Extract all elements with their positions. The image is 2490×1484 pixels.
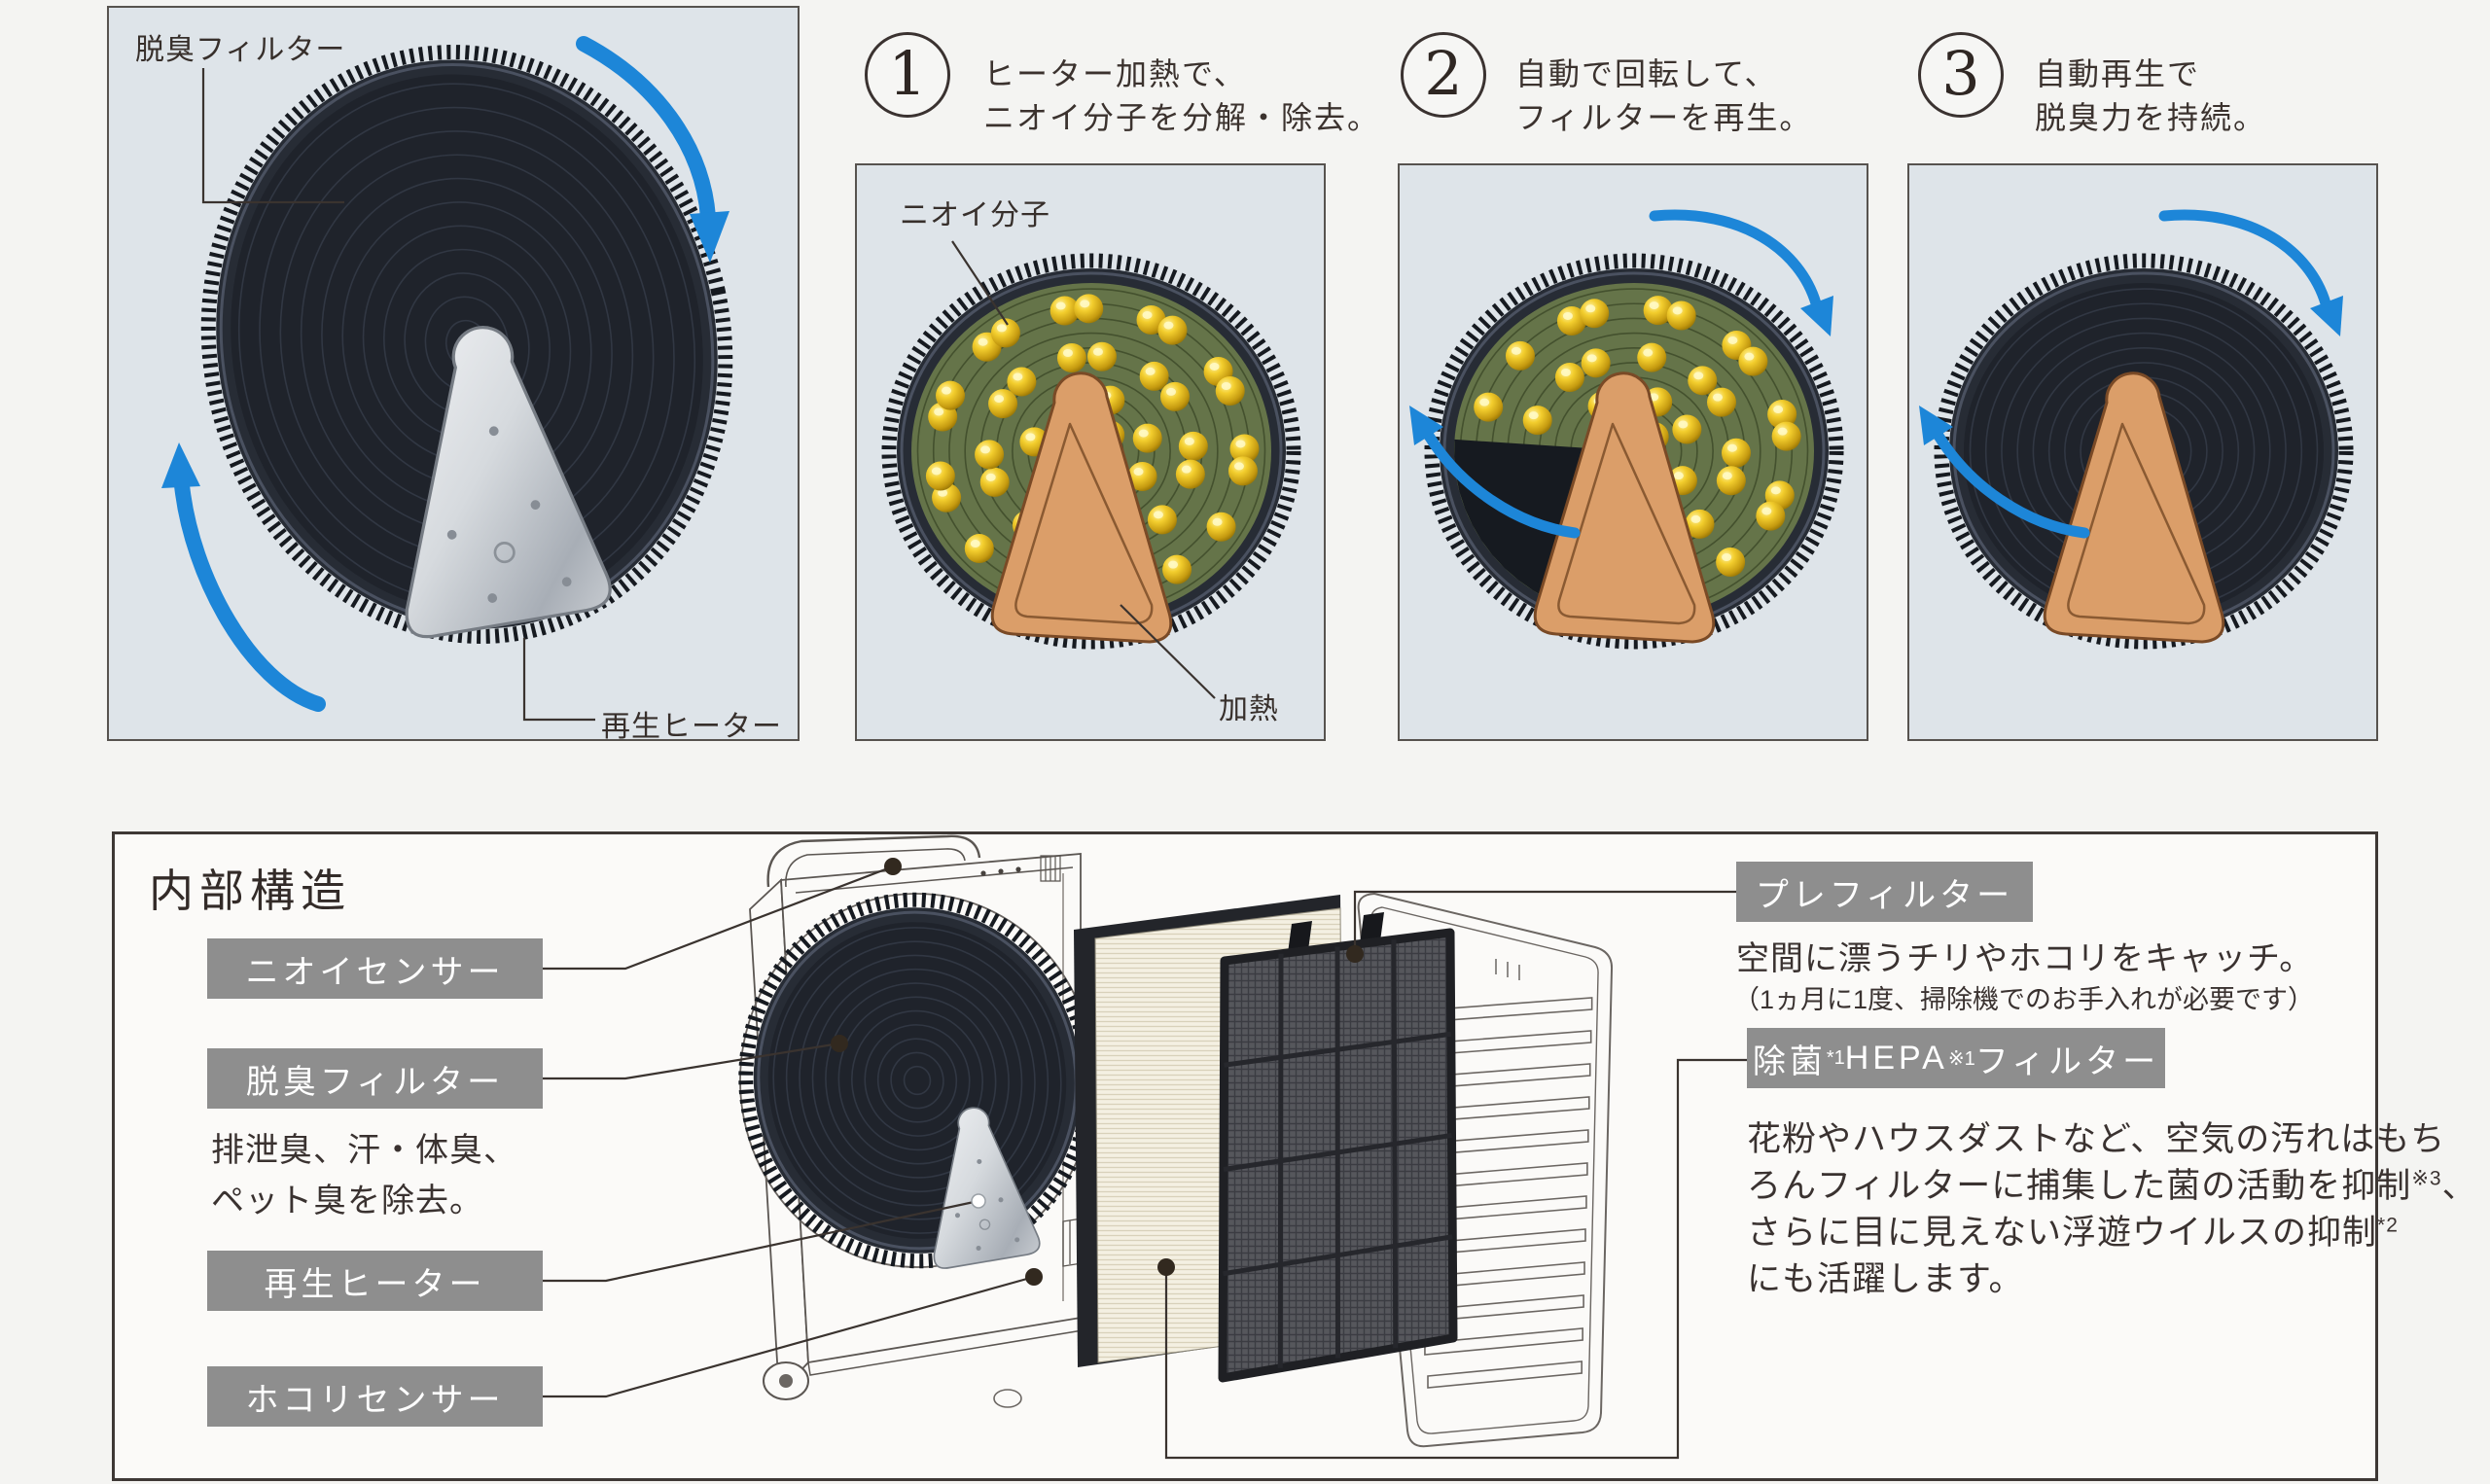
prefilter-label-box: プレフィルター [1736,862,2033,922]
step3-disc-illustration [1934,253,2354,650]
hepa-desc-line4: にも活躍します。 [1747,1260,2024,1298]
step3-caption-line2: 脱臭力を持続。 [2035,100,2267,135]
step2-disc-illustration [1424,253,1844,650]
heating-label: 加熱 [1219,693,1279,725]
deodorizing-filter-desc-line1: 排泄臭、汗・体臭、 [211,1132,517,1169]
step3-caption-line1: 自動再生で [2035,56,2201,91]
dust-sensor-label-box: ホコリセンサー [207,1366,543,1427]
purifier-body-drawing [738,834,1096,1408]
odor-sensor-label-box: ニオイセンサー [207,938,543,999]
step2-caption-line2: フィルターを再生。 [1515,100,1813,135]
step2-caption-line1: 自動で回転して、 [1515,56,1778,91]
deodorizing-filter-label: 脱臭フィルター [135,34,346,66]
hepa-label-part2: HEPA [1844,1039,1948,1077]
step1-number-badge: 1 [865,32,950,118]
hepa-label-sup1: *1 [1826,1046,1845,1069]
hepa-desc-line1: 花粉やハウスダストなど、空気の汚れはもち [1747,1120,2446,1158]
panel-deodorizing-filter: 脱臭フィルター 再生ヒーター [107,6,800,741]
deodorizing-filter-desc-line2: ペット臭を除去。 [211,1183,483,1219]
step1-disc-illustration [881,253,1301,650]
hepa-desc-line3: さらに目に見えない浮遊ウイルスの抑制*2 [1747,1205,2399,1254]
hepa-label-part1: 除菌 [1752,1042,1827,1080]
prefilter-note: （1ヵ月に1度、掃除機でのお手入れが必要です） [1733,985,2315,1014]
deodorizing-filter-label-box: 脱臭フィルター [207,1048,543,1109]
panel-step3-regenerated [1907,163,2378,741]
prefilter-mesh-drawing [1218,912,1458,1383]
step1-caption-line1: ヒーター加熱で、 [983,56,1247,91]
hepa-desc-line3-text: さらに目に見えない浮遊ウイルスの抑制 [1747,1214,2378,1252]
regen-heater-label: 再生ヒーター [601,711,782,741]
step3-number-badge: 3 [1918,32,2004,118]
hepa-desc-line2-sup: ※3 [2411,1167,2442,1190]
prefilter-desc: 空間に漂うチリやホコリをキャッチ。 [1736,940,2314,977]
odor-molecule-label: ニオイ分子 [900,199,1050,231]
regen-heater-label-box: 再生ヒーター [207,1251,543,1311]
hepa-desc-line2-comma: 、 [2441,1167,2477,1205]
internal-structure-section: 内部構造 ニオイセンサー 脱臭フィルター 排泄臭、汗・体臭、 ペット臭を除去。 … [112,831,2476,1481]
hepa-desc-line2: ろんフィルターに捕集した菌の活動を抑制※3、 [1747,1158,2477,1208]
hepa-desc-line3-sup: *2 [2377,1214,2399,1237]
panel-step2-rotating [1398,163,1868,741]
hepa-label-part3: フィルター [1974,1042,2160,1080]
step2-number-badge: 2 [1401,32,1486,118]
step1-caption-line2: ニオイ分子を分解・除去。 [983,100,1381,135]
internal-structure-title: 内部構造 [149,866,351,916]
hepa-desc-line2-text: ろんフィルターに捕集した菌の活動を抑制 [1747,1167,2412,1205]
deodorizing-filter-illustration [200,45,733,644]
panel-step1-heating: ニオイ分子 加熱 [855,163,1326,741]
hepa-label-sup2: ※1 [1947,1047,1975,1070]
